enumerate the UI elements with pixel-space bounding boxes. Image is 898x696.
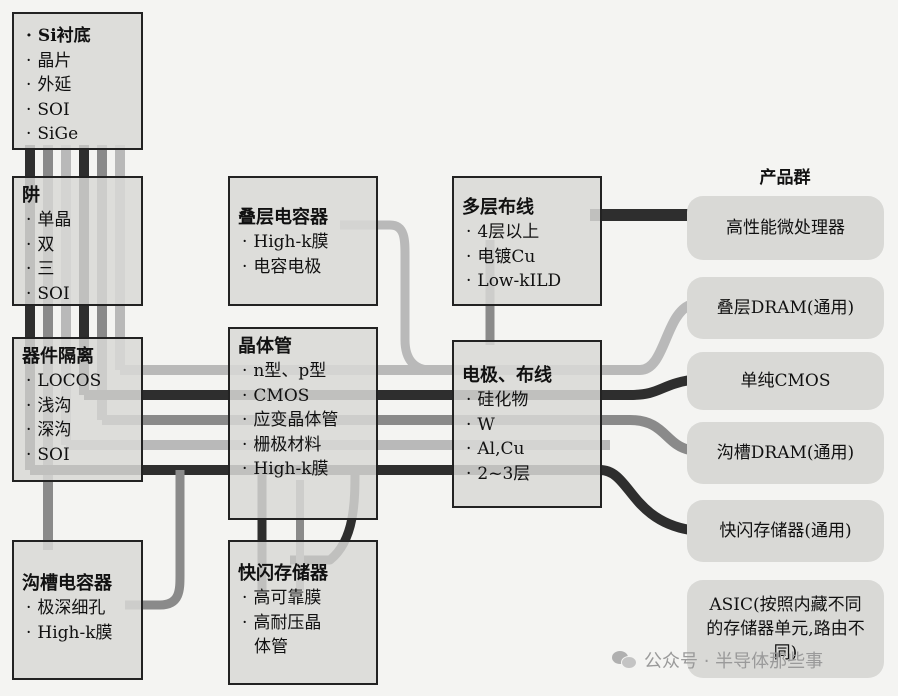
multilayer-wiring-title: 多层布线 [462, 197, 534, 218]
trench-capacitor-box: 沟槽电容器 极深细孔 High-k膜 [12, 540, 143, 680]
transistor-item: High-k膜 [238, 457, 370, 482]
stacked-capacitor-item: High-k膜 [238, 230, 370, 255]
transistor-item: 应变晶体管 [238, 408, 370, 433]
watermark: 公众号 · 半导体那些事 [612, 647, 823, 673]
product-asic: ASIC(按照内藏不同的存储器单元,路由不同) [687, 580, 884, 678]
substrate-item: 晶片 [22, 49, 135, 74]
electrode-wiring-item: Al,Cu [462, 437, 594, 462]
substrate-items: Si衬底 晶片 外延 SOI SiGe [22, 24, 135, 147]
product-trench-dram: 沟槽DRAM(通用) [687, 422, 884, 484]
substrate-item: Si衬底 [22, 24, 135, 49]
flash-memory-box: 快闪存储器 高可靠膜 高耐压晶 体管 [228, 540, 378, 685]
flow-line [102, 415, 692, 455]
flash-memory-item: 高耐压晶 [238, 611, 370, 636]
well-title: 阱 [22, 185, 40, 206]
isolation-item: 浅沟 [22, 394, 135, 419]
flow-line [84, 375, 691, 400]
electrode-wiring-item: 2~3层 [462, 462, 594, 487]
transistor-title: 晶体管 [238, 336, 292, 357]
transistor-item: CMOS [238, 384, 370, 409]
multilayer-wiring-item: Low-kILD [462, 269, 594, 294]
isolation-items: LOCOS 浅沟 深沟 SOI [22, 369, 135, 467]
flash-memory-item: 高可靠膜 [238, 586, 370, 611]
flow-line [120, 300, 693, 375]
multilayer-wiring-item: 4层以上 [462, 220, 594, 245]
trench-capacitor-item: High-k膜 [22, 621, 135, 646]
transistor-item: 栅极材料 [238, 433, 370, 458]
watermark-text: 公众号 · 半导体那些事 [644, 651, 824, 672]
stacked-capacitor-box: 叠层电容器 High-k膜 电容电极 [228, 176, 378, 306]
trench-capacitor-item: 极深细孔 [22, 596, 135, 621]
electrode-wiring-items: 硅化物 W Al,Cu 2~3层 [462, 388, 594, 486]
flow-line [30, 465, 691, 535]
isolation-item: LOCOS [22, 369, 135, 394]
isolation-item: SOI [22, 443, 135, 468]
wechat-icon [612, 650, 637, 670]
well-item: 单晶 [22, 208, 135, 233]
product-microprocessor: 高性能微处理器 [687, 196, 884, 260]
electrode-wiring-box: 电极、布线 硅化物 W Al,Cu 2~3层 [452, 340, 602, 508]
multilayer-wiring-items: 4层以上 电镀Cu Low-kILD [462, 220, 594, 294]
transistor-items: n型、p型 CMOS 应变晶体管 栅极材料 High-k膜 [238, 359, 370, 482]
substrate-item: 外延 [22, 73, 135, 98]
transistor-item: n型、p型 [238, 359, 370, 384]
isolation-item: 深沟 [22, 418, 135, 443]
electrode-wiring-item: W [462, 413, 594, 438]
product-cmos: 单纯CMOS [687, 352, 884, 410]
stacked-capacitor-item: 电容电极 [238, 255, 370, 280]
flash-memory-items: 高可靠膜 高耐压晶 体管 [238, 586, 370, 660]
substrate-item: SiGe [22, 122, 135, 147]
substrate-item: SOI [22, 98, 135, 123]
well-item: 三 [22, 257, 135, 282]
products-header: 产品群 [759, 168, 811, 188]
well-item: 双 [22, 233, 135, 258]
well-box: 阱 单晶 双 三 SOI [12, 176, 143, 306]
product-flash-memory: 快闪存储器(通用) [687, 500, 884, 562]
multilayer-wiring-box: 多层布线 4层以上 电镀Cu Low-kILD [452, 176, 602, 306]
trench-capacitor-items: 极深细孔 High-k膜 [22, 596, 135, 645]
electrode-wiring-item: 硅化物 [462, 388, 594, 413]
well-item: SOI [22, 282, 135, 307]
transistor-box: 晶体管 n型、p型 CMOS 应变晶体管 栅极材料 High-k膜 [228, 327, 378, 520]
isolation-box: 器件隔离 LOCOS 浅沟 深沟 SOI [12, 337, 143, 482]
trench-capacitor-title: 沟槽电容器 [22, 573, 112, 594]
electrode-wiring-title: 电极、布线 [462, 365, 552, 386]
isolation-title: 器件隔离 [22, 346, 94, 367]
flash-memory-item: 体管 [254, 637, 288, 657]
well-items: 单晶 双 三 SOI [22, 208, 135, 306]
flow-line [125, 470, 185, 610]
flash-memory-title: 快闪存储器 [238, 563, 328, 584]
stacked-capacitor-items: High-k膜 电容电极 [238, 230, 370, 279]
substrate-box: Si衬底 晶片 外延 SOI SiGe [12, 12, 143, 150]
product-stacked-dram: 叠层DRAM(通用) [687, 277, 884, 339]
stacked-capacitor-title: 叠层电容器 [238, 207, 328, 228]
flow-line [340, 220, 431, 375]
multilayer-wiring-item: 电镀Cu [462, 245, 594, 270]
